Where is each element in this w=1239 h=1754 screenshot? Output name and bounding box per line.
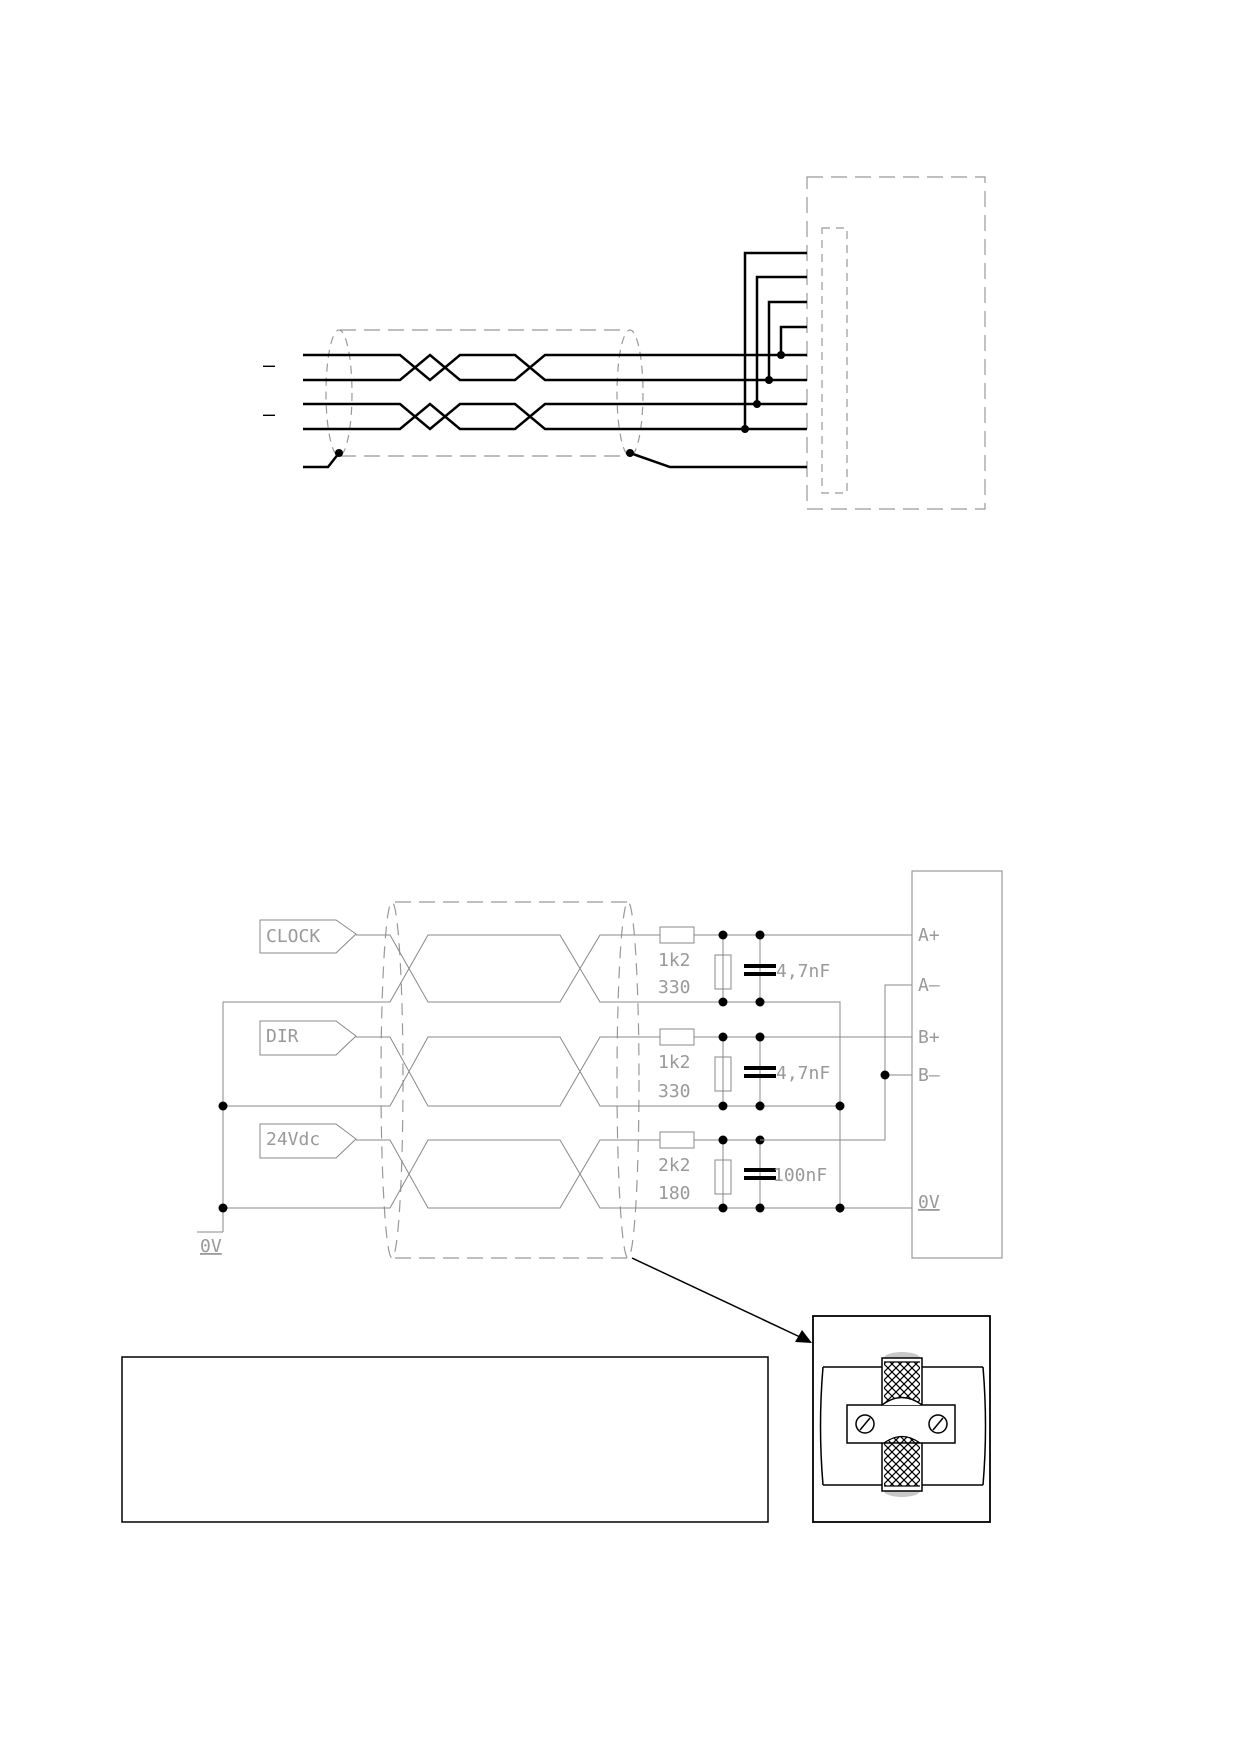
ground-bus: 0V [197,1002,228,1257]
terminal-a-plus: A+ [918,925,940,946]
signal-tag-clock: CLOCK [259,919,357,954]
top-wiring-diagram: – – [263,176,986,510]
top-minus-mark-1: – [263,353,276,377]
filter-stage-1: 1k2 330 4,7nF [658,926,912,1007]
note-box [121,1356,769,1523]
terminal-b-plus: B+ [918,1027,940,1048]
top-twisted-pair-1 [303,353,807,382]
capacitor-3-label: 100nF [773,1165,827,1186]
shunt-resistor-3 [714,1159,732,1195]
capacitor-2-label: 4,7nF [776,1063,830,1084]
bottom-twisted-pair-2 [223,1036,840,1107]
top-minus-mark-2: – [263,402,276,426]
series-resistor-1 [659,926,695,944]
bottom-wiring-diagram: CLOCK DIR 24Vdc 0V [197,870,1003,1343]
bottom-twisted-pair-3 [223,1139,912,1209]
series-resistor-3 [659,1131,695,1149]
ground-label: 0V [200,1236,222,1257]
top-shield-drain [303,449,807,469]
signal-label-clock: CLOCK [266,926,320,947]
shunt-resistor-1 [714,954,732,990]
detail-pointer-arrow [631,1257,812,1343]
shield-clamp-detail [812,1315,991,1523]
signal-tag-dir: DIR [259,1020,357,1056]
terminal-0v: 0V [918,1192,940,1213]
series-resistor-3-label: 2k2 [658,1155,691,1176]
top-terminal-taps [741,251,807,433]
terminal-b-minus: B– [918,1065,940,1086]
shunt-resistor-2 [714,1056,732,1092]
shunt-resistor-3-label: 180 [658,1183,691,1204]
filter-stage-2: 1k2 330 4,7nF [658,1028,912,1111]
screw-icon [928,1414,948,1434]
filter-stage-3: 2k2 180 100nF [658,1131,827,1213]
top-terminal-strip [821,227,848,494]
top-cable-shield [325,329,644,457]
capacitor-1-label: 4,7nF [776,961,830,982]
terminal-a-minus: A– [918,975,940,996]
series-resistor-2-label: 1k2 [658,1052,691,1073]
receiver-box [911,870,1003,1259]
minus-bridge-wiring [760,984,912,1213]
bottom-cable-shield [380,901,640,1259]
signal-tag-24vdc: 24Vdc [259,1123,357,1159]
signal-label-dir: DIR [266,1026,299,1047]
shunt-resistor-1-label: 330 [658,977,691,998]
signal-label-24vdc: 24Vdc [266,1129,320,1150]
bottom-twisted-pair-1 [223,934,841,1213]
shunt-resistor-2-label: 330 [658,1081,691,1102]
top-device-box [806,176,986,510]
top-twisted-pair-2 [303,402,807,431]
screw-icon [855,1414,875,1434]
series-resistor-2 [659,1028,695,1046]
series-resistor-1-label: 1k2 [658,950,691,971]
